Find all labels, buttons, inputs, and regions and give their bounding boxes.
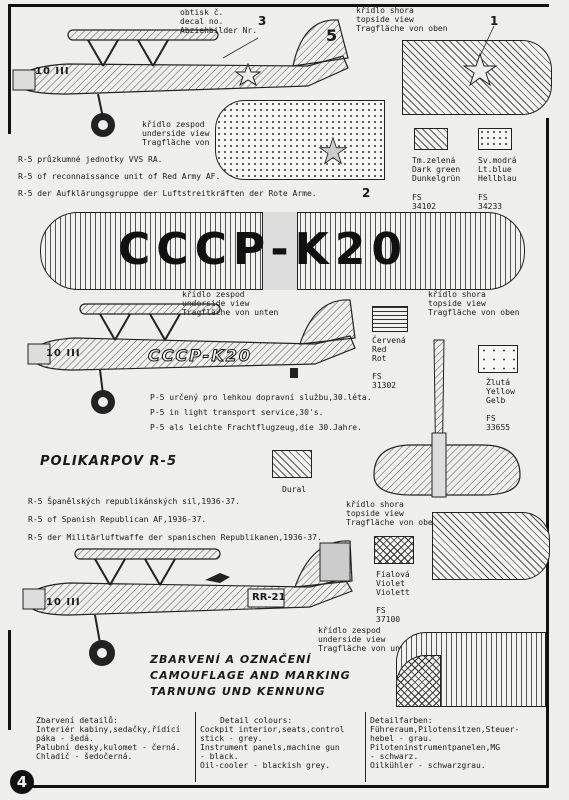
swatch-blue — [478, 128, 512, 150]
decal-number-1: 1 — [490, 14, 499, 28]
detail-divider-1 — [195, 712, 196, 782]
underside-wing-3-tip — [396, 655, 441, 707]
big-wing-code: CCCP-K20 — [118, 224, 408, 275]
fuselage-code-1: 10 III — [35, 66, 70, 77]
left-border-lower — [8, 630, 11, 730]
spanish-fuselage-code: 10 III — [46, 597, 81, 608]
p5-fuselage-code: CCCP-K20 — [148, 346, 252, 366]
tail-number: 5 — [326, 26, 338, 45]
detail-colours-cz: Zbarvení detailů: Interiér kabiny,sedačk… — [36, 716, 181, 761]
left-border — [8, 4, 11, 134]
swatch-red-label: Červená Red Rot FS 31302 — [372, 336, 406, 390]
right-border — [546, 118, 549, 788]
swatch-red — [372, 306, 408, 332]
swatch-blue-label: Sv.modrá Lt.blue Hellblau FS 34233 — [478, 156, 517, 211]
section-p5: P-5 určený pro lehkou dopravní službu,30… — [150, 393, 372, 432]
page-number: 4 — [10, 770, 34, 794]
bottom-border — [30, 785, 549, 788]
topside-wing-3 — [432, 512, 550, 580]
swatch-violet — [374, 536, 414, 564]
underside-label-3: křídlo zespod underside view Tragfläche … — [318, 626, 415, 653]
camouflage-title: ZBARVENÍ A OZNAČENÍ CAMOUFLAGE AND MARKI… — [150, 653, 351, 698]
leader-line-1 — [479, 25, 495, 57]
star-icon — [318, 136, 348, 165]
swatch-yellow — [478, 345, 518, 373]
swatch-green-label: Tm.zelená Dark green Dunkelgrün FS 34102 — [412, 156, 461, 211]
decal-label: obtisk č. decal no. Abziehbilder Nr. — [180, 8, 258, 35]
big-wing-fuselage — [262, 212, 298, 290]
swatch-green — [414, 128, 448, 150]
section-r5-red-army: R-5 průzkumné jednotky VVS RA. R-5 of re… — [18, 155, 317, 198]
decal-number-3: 3 — [258, 14, 267, 28]
spanish-code: RR-21 — [252, 592, 286, 603]
r5-side-view-1 — [12, 19, 349, 137]
detail-divider-2 — [365, 712, 366, 782]
top-border — [8, 4, 549, 7]
aircraft-title: POLIKARPOV R-5 — [40, 454, 177, 469]
r5-side-view-spanish — [22, 540, 353, 666]
p5-top-view — [373, 339, 521, 498]
section-r5-spanish: R-5 Španělských republikánských sil,1936… — [28, 497, 322, 542]
swatch-violet-label: Fialová Violet Violett FS 37100 — [376, 570, 410, 624]
p5-side-code: 10 III — [46, 348, 81, 359]
detail-colours-en: Detail colours: Cockpit interior,seats,c… — [200, 716, 345, 770]
p5-side-view — [27, 299, 356, 414]
swatch-dural — [272, 450, 312, 478]
topside-label-1: křídlo shora topside view Tragfläche von… — [356, 6, 448, 33]
star-icon — [462, 52, 498, 87]
topside-label-3: křídlo shora topside view Tragfläche von… — [346, 500, 438, 527]
swatch-dural-label: Dural — [282, 485, 307, 494]
swatch-yellow-label: Žlutá Yellow Gelb FS 33655 — [486, 378, 515, 432]
detail-colours-de: Detailfarben: Führeraum,Pilotensitzen,St… — [370, 716, 520, 770]
underside-label-1: křídlo zespod underside view Tragfläche … — [142, 120, 239, 147]
underside-wing-1 — [215, 100, 385, 180]
topside-label-2: křídlo shora topside view Tragfläche von… — [428, 290, 520, 317]
decal-number-2: 2 — [362, 186, 371, 200]
